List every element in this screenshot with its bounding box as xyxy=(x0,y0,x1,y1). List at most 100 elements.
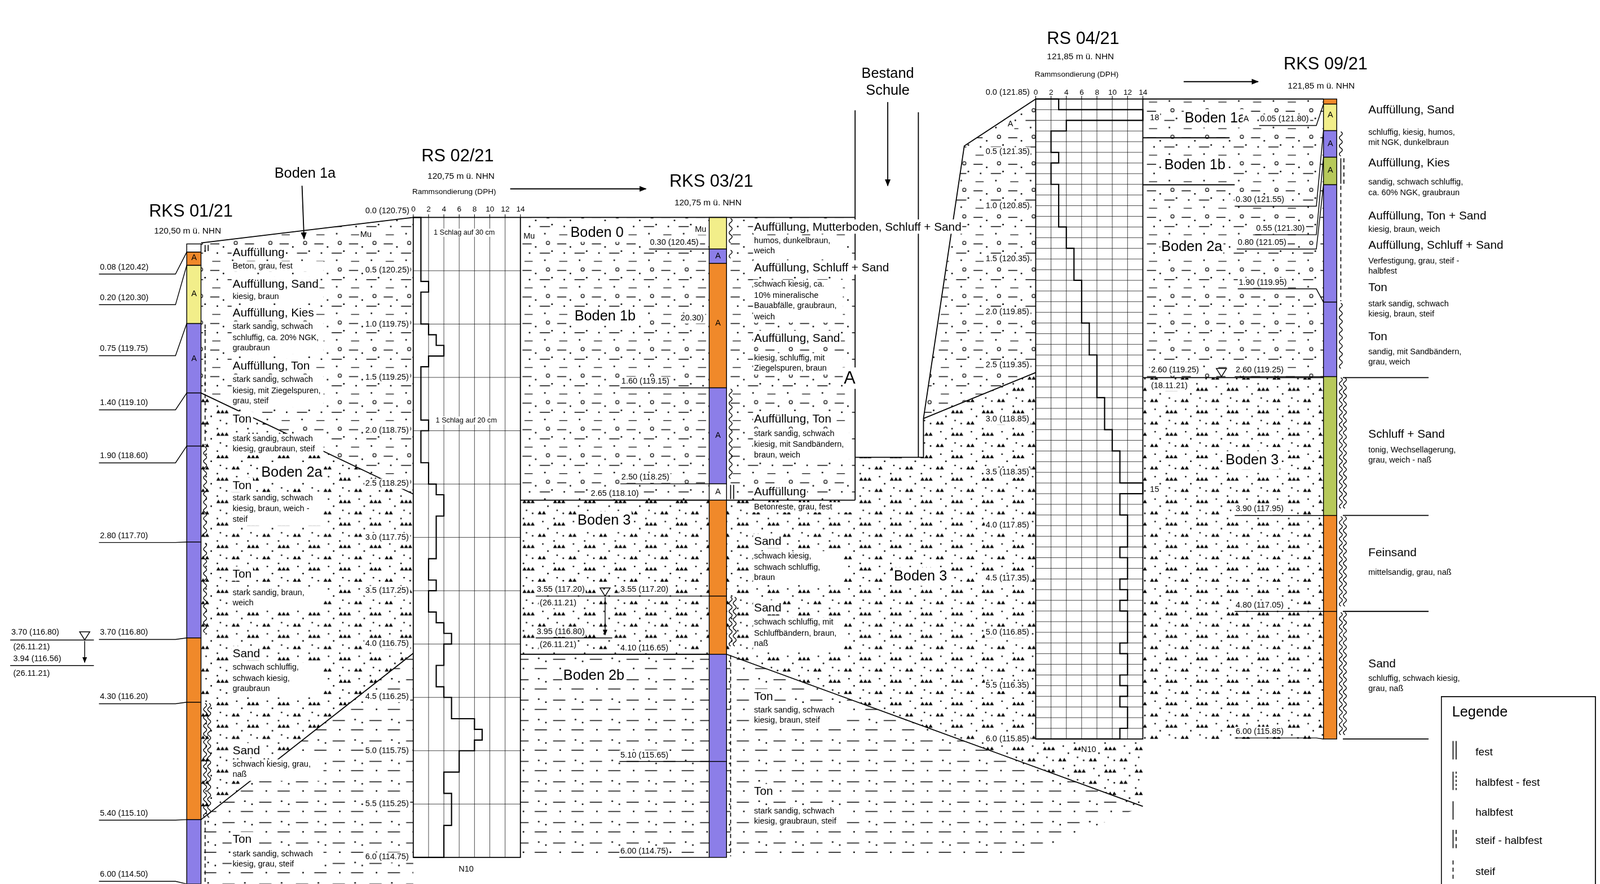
layer-heading: Auffüllung, Ton xyxy=(231,358,312,373)
scale-note: 1 Schlag auf 30 cm xyxy=(432,227,496,237)
layer-boundary xyxy=(200,393,413,495)
depth-leader xyxy=(1236,184,1324,249)
legend-entry: halbfest - fest xyxy=(1475,775,1540,788)
depth-leader xyxy=(99,252,188,275)
ground-line xyxy=(854,99,1036,458)
depth-label: 3.94 (116.56) xyxy=(12,654,63,665)
depth-label: N10 xyxy=(457,864,475,875)
depth-label: 2.5 (119.35) xyxy=(984,360,1031,371)
consistency-mark xyxy=(1452,800,1454,820)
soil-region xyxy=(923,99,1036,419)
consistency-mark xyxy=(203,446,207,537)
axis-number: 6 xyxy=(1078,87,1085,98)
building-label: Bestand Schule xyxy=(849,64,926,99)
axis-number: 8 xyxy=(1094,87,1101,98)
layer-description: stark sandig, schwach kiesig, braun, ste… xyxy=(752,704,843,726)
consistency-mark xyxy=(1340,185,1342,301)
depth-label: (26.11.21) xyxy=(12,641,52,652)
layer-description: stark sandig, schwach kiesig, mit Sandbä… xyxy=(752,428,849,461)
depth-leader xyxy=(1259,104,1324,126)
layer-boundary xyxy=(520,653,710,655)
depth-label: (26.11.21) xyxy=(538,639,578,650)
layer-boundary xyxy=(923,372,1036,418)
layer-description: stark sandig, braun, weich xyxy=(231,587,324,609)
depth-leader xyxy=(619,760,709,762)
column-letter: A xyxy=(714,250,722,262)
layer-heading: Auffüllung, Kies xyxy=(1367,155,1451,170)
depth-label: 1.5 (119.25) xyxy=(364,372,411,383)
soil-column-layer xyxy=(1323,130,1338,158)
layer-heading: Ton xyxy=(752,688,774,704)
consistency-mark xyxy=(729,249,733,258)
layer-description: stark sandig, schwach kiesig, braun, wei… xyxy=(231,492,324,526)
depth-leader xyxy=(99,393,188,411)
depth-label: 0.30 (121.55) xyxy=(1234,195,1286,206)
column-letter: A xyxy=(714,430,722,442)
soil-label: Boden 2a xyxy=(259,463,324,482)
layer-description: schwach kiesig, schwach schluffig, braun xyxy=(752,551,843,584)
water-level-symbol xyxy=(79,631,90,640)
consistency-mark xyxy=(1455,771,1457,791)
depth-label: 20.30) xyxy=(679,313,705,324)
consistency-mark xyxy=(1455,829,1457,849)
soil-label: Boden 2a xyxy=(1160,237,1224,257)
soil-column-layer xyxy=(708,483,727,501)
borehole-title: RKS 01/21 xyxy=(147,199,234,222)
fill-mark: A xyxy=(842,366,857,389)
building-wall xyxy=(854,109,856,500)
soil-label: Boden 1b xyxy=(573,307,637,326)
layer-description: schwach kiesig, ca. 10% mineralische Bau… xyxy=(752,279,843,323)
consistency-mark xyxy=(1343,157,1345,184)
layer-heading: Auffüllung xyxy=(752,483,808,499)
layer-description: tonig, Wechsellagerung, grau, weich - na… xyxy=(1367,444,1467,466)
layer-description: schwach schluffig, schwach kiesig, graub… xyxy=(231,662,324,695)
depth-label: 5.40 (115.10) xyxy=(99,808,150,819)
layer-description: kiesig, schluffig, mit Ziegelspuren, bra… xyxy=(752,352,843,374)
consistency-mark xyxy=(1452,741,1456,760)
consistency-mark xyxy=(1343,377,1347,509)
depth-label: (18.11.21) xyxy=(1149,380,1189,391)
layer-heading: Auffüllung, Sand xyxy=(1367,102,1456,117)
layer-description: kiesig, braun, weich xyxy=(1367,223,1467,235)
axis-number: 8 xyxy=(471,203,478,214)
depth-label: 5.10 (115.65) xyxy=(619,750,670,761)
consistency-mark xyxy=(729,596,733,646)
depth-leader xyxy=(99,323,188,356)
consistency-mark xyxy=(733,596,736,646)
consistency-mark xyxy=(203,703,207,818)
layer-boundary xyxy=(200,653,413,820)
direction-arrow xyxy=(1183,81,1259,83)
consistency-mark xyxy=(204,393,206,445)
soil-column-layer xyxy=(1323,104,1338,131)
soil-column-layer xyxy=(186,252,201,266)
soil-region xyxy=(1142,99,1324,378)
depth-leader xyxy=(99,637,188,640)
soil-column-layer xyxy=(186,702,201,820)
water-level-line xyxy=(535,596,710,638)
depth-label: 0.30 (120.45) xyxy=(649,237,700,249)
soil-label: Boden 1a xyxy=(273,164,337,183)
depth-label: 15 xyxy=(1148,484,1161,495)
depth-label: (26.11.21) xyxy=(12,668,52,679)
layer-description: sandig, schwach schluffig, ca. 60% NGK, … xyxy=(1367,177,1467,199)
layer-boundary xyxy=(726,654,1143,807)
water-level-symbol xyxy=(600,587,611,596)
layer-heading: Ton xyxy=(752,783,774,799)
layer-description: sandig, mit Sandbändern, grau, weich xyxy=(1367,346,1467,368)
layer-description: humos, dunkelbraun, weich xyxy=(752,235,845,257)
soil-mark: A xyxy=(1242,114,1250,125)
legend-title: Legende xyxy=(1452,703,1509,720)
axis-number: 14 xyxy=(515,203,527,214)
consistency-mark xyxy=(1340,157,1342,184)
direction-arrow xyxy=(510,188,647,190)
column-letter: A xyxy=(1326,109,1334,121)
layer-boundary xyxy=(1142,137,1324,378)
soil-region xyxy=(200,653,413,884)
chart-frame xyxy=(1035,99,1143,739)
depth-label: 3.5 (118.35) xyxy=(984,466,1031,478)
layer-description: schwach schluffig, mit Schluffbändern, b… xyxy=(752,617,843,650)
consistency-mark xyxy=(205,244,209,251)
layer-description: stark sandig, schwach kiesig, braun, ste… xyxy=(1367,298,1467,320)
legend-entry: halbfest xyxy=(1475,805,1514,818)
